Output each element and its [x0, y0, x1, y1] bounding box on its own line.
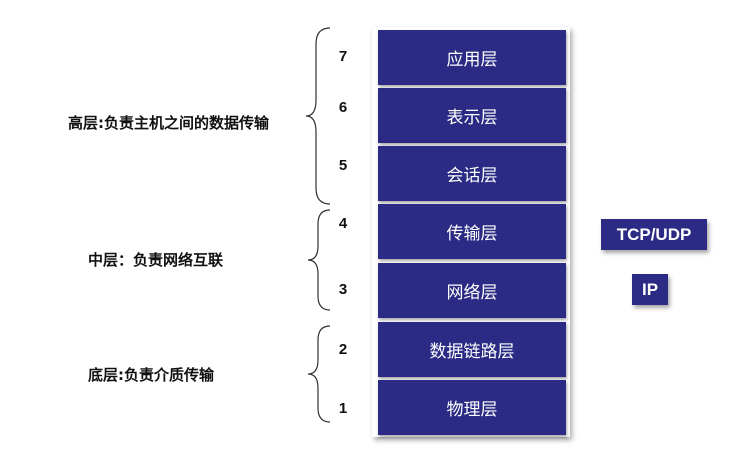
group-label-low: 底层:负责介质传输	[88, 366, 214, 384]
group-label-middle: 中层：负责网络互联	[88, 251, 224, 269]
layer-label: 表示层	[446, 108, 498, 128]
group-label-high: 高层:负责主机之间的数据传输	[68, 114, 269, 132]
layer-number-6: 6	[338, 99, 348, 116]
layer-label: 应用层	[446, 50, 498, 70]
layer-physical: 物理层	[378, 380, 566, 435]
layer-number-1: 1	[338, 400, 348, 417]
layer-session: 会话层	[378, 146, 566, 201]
bracket-high	[305, 27, 331, 205]
layer-label: 数据链路层	[429, 342, 515, 362]
protocol-badge-tcp-udp: TCP/UDP	[601, 219, 707, 250]
layer-number-7: 7	[338, 48, 348, 65]
layer-presentation: 表示层	[378, 88, 566, 143]
layer-network: 网络层	[378, 263, 566, 318]
layer-transport: 传输层	[378, 204, 566, 259]
layer-number-4: 4	[338, 215, 348, 232]
layer-application: 应用层	[378, 30, 566, 85]
layer-number-2: 2	[338, 341, 348, 358]
layer-label: 物理层	[446, 400, 498, 420]
bracket-low	[307, 325, 331, 423]
layer-label: 网络层	[446, 283, 498, 303]
layer-stack: 应用层 表示层 会话层 传输层 网络层 数据链路层 物理层	[372, 27, 570, 437]
layer-label: 会话层	[446, 166, 498, 186]
layer-number-5: 5	[338, 157, 348, 174]
protocol-badge-ip: IP	[632, 274, 668, 305]
layer-number-3: 3	[338, 281, 348, 298]
layer-data-link: 数据链路层	[378, 322, 566, 377]
layer-label: 传输层	[446, 224, 498, 244]
bracket-middle	[307, 209, 331, 311]
